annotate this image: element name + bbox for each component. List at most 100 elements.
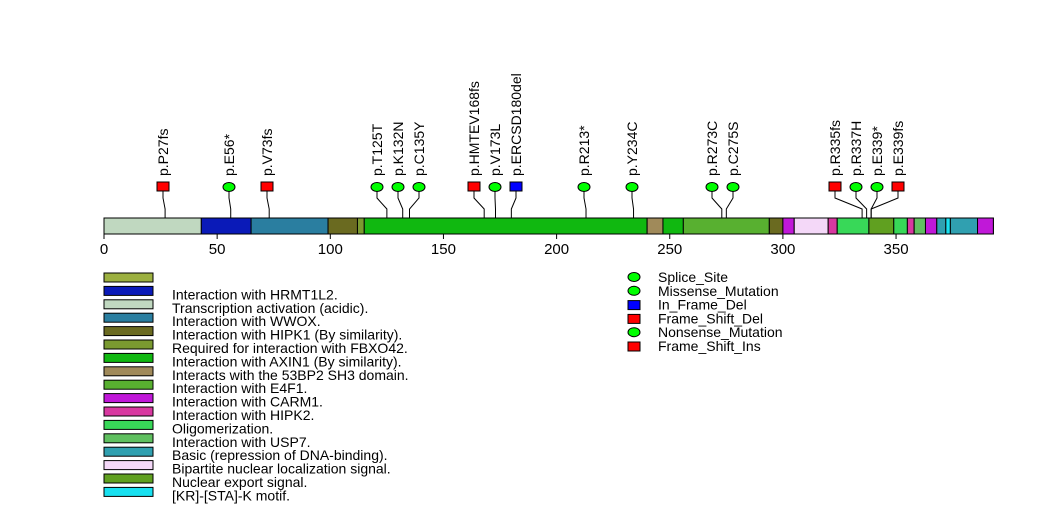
mutation-marker-circle: [370, 182, 384, 192]
legend-swatch: [103, 339, 154, 350]
legend-label: Interaction with USP7.: [172, 434, 311, 450]
lollipops: p.P27fs p.E56* p.V73fs p.T125T p.K132N p.C135…: [155, 73, 906, 234]
domain-legend-item: [103, 272, 154, 283]
legend-label: Basic (repression of DNA-binding).: [172, 447, 388, 463]
mutation-marker-square: [828, 181, 842, 192]
mutation-marker-square: [156, 181, 170, 192]
mutation-label: p.C135Y: [411, 121, 427, 176]
legend-swatch: [103, 460, 154, 471]
mutation-label: p.R335fs: [827, 120, 843, 176]
mutation-label: p.HMTEV168fs: [466, 81, 482, 176]
legend-square-icon: [627, 300, 641, 311]
domain-legend-item: Interaction with HIPK2.: [103, 406, 314, 423]
legend-square-icon: [627, 313, 641, 324]
mutation-lollipop: p.R335fs: [827, 120, 863, 234]
axis-tick-label: 150: [431, 241, 456, 258]
axis-tick-label: 250: [657, 241, 682, 258]
legend-swatch: [103, 419, 154, 430]
mutation-legend-item: Missense_Mutation: [627, 283, 779, 299]
mutation-lollipop: p.R337H: [848, 121, 868, 234]
domain-legend-item: Interaction with CARM1.: [103, 393, 323, 410]
legend-circle-icon: [627, 327, 641, 338]
legend-label: Oligomerization.: [172, 420, 273, 436]
legend-label: [KR]-[STA]-K motif.: [172, 487, 290, 503]
mutation-label: p.R213*: [576, 125, 592, 176]
domain-legend-item: Interaction with HIPK1 (By similarity).: [103, 326, 402, 343]
mutation-label: p.ERCSD180del: [508, 73, 524, 176]
legend-label: Frame_Shift_Del: [658, 310, 763, 326]
axis-tick-label: 100: [318, 241, 343, 258]
legend-circle-icon: [627, 272, 641, 282]
legend-circle-icon: [627, 285, 641, 296]
mutation-marker-circle: [726, 182, 740, 192]
mutation-marker-circle: [391, 182, 405, 192]
mutation-legend-item: Frame_Shift_Ins: [627, 338, 761, 354]
domain-segment: [924, 217, 938, 235]
mutation-label: p.P27fs: [155, 129, 171, 176]
mutation-lollipop: p.C275S: [725, 122, 741, 234]
axis-tick-label: 0: [100, 241, 108, 258]
legend-label: Missense_Mutation: [658, 283, 779, 299]
mutation-lollipop: p.E339*: [869, 126, 885, 234]
mutation-marker-circle: [870, 182, 884, 192]
domain-legend-item: Interaction with USP7.: [103, 433, 311, 450]
mutation-marker-square: [891, 181, 905, 192]
legend-label: Transcription activation (acidic).: [172, 300, 368, 316]
mutation-legend-item: Nonsense_Mutation: [627, 324, 783, 340]
domain-legend: Interaction with HRMT1L2.Transcription a…: [103, 272, 409, 503]
mutation-marker-square: [467, 181, 481, 192]
legend-label: Required for interaction with FBXO42.: [172, 340, 408, 356]
mutation-label: p.K132N: [390, 122, 406, 176]
legend-swatch: [103, 352, 154, 363]
mutation-lollipop: p.C135Y: [409, 121, 427, 234]
mutation-lollipop: p.HMTEV168fs: [466, 81, 485, 234]
domain-segment: [977, 217, 994, 235]
mutation-label: p.C275S: [725, 122, 741, 176]
domain-segment: [945, 217, 951, 235]
mutation-lollipop: p.K132N: [390, 122, 406, 234]
mutation-marker-circle: [849, 182, 863, 192]
mutation-label: p.E56*: [221, 133, 237, 176]
mutation-marker-square: [260, 181, 274, 192]
axis-tick-label: 200: [544, 241, 569, 258]
domain-segment: [646, 217, 664, 235]
domain-segment: [356, 217, 365, 235]
legend-swatch: [103, 486, 154, 497]
domain-segment: [868, 217, 895, 235]
domain-legend-item: Bipartite nuclear localization signal.: [103, 460, 391, 477]
legend-swatch: [103, 446, 154, 457]
mutation-label: p.V173L: [487, 124, 503, 176]
legend-swatch: [103, 312, 154, 323]
domain-segment: [906, 217, 915, 235]
mutation-label: p.R273C: [704, 121, 720, 176]
domain-segment: [250, 217, 329, 235]
legend-swatch: [103, 393, 154, 404]
domain-segment: [893, 217, 908, 235]
mutation-marker-circle: [488, 182, 502, 192]
legend-label: Interaction with HIPK2.: [172, 407, 314, 423]
mutation-label: p.V73fs: [259, 129, 275, 176]
domain-segment: [913, 217, 926, 235]
mutation-type-legend: Splice_SiteMissense_MutationIn_Frame_Del…: [627, 269, 783, 354]
axis-tick-label: 300: [770, 241, 795, 258]
domain-segment: [936, 217, 947, 235]
mutation-marker-circle: [412, 182, 426, 192]
legend-label: Interaction with HRMT1L2.: [172, 286, 338, 302]
legend-label: Interaction with WWOX.: [172, 313, 321, 329]
mutation-marker-circle: [222, 182, 236, 192]
domain-segment: [782, 217, 795, 235]
protein-bar: [103, 217, 994, 235]
domain-segment: [662, 217, 684, 235]
domain-segment: [327, 217, 358, 235]
legend-swatch: [103, 379, 154, 390]
legend-swatch: [103, 433, 154, 444]
mutation-marker-circle: [705, 182, 719, 192]
domain-legend-item: [KR]-[STA]-K motif.: [103, 486, 290, 503]
mutation-label: p.R337H: [848, 121, 864, 176]
mutation-lollipop: p.V173L: [487, 124, 503, 234]
domain-legend-item: Interaction with E4F1.: [103, 379, 307, 396]
legend-swatch: [103, 366, 154, 377]
mutation-label: p.T125T: [369, 123, 385, 176]
